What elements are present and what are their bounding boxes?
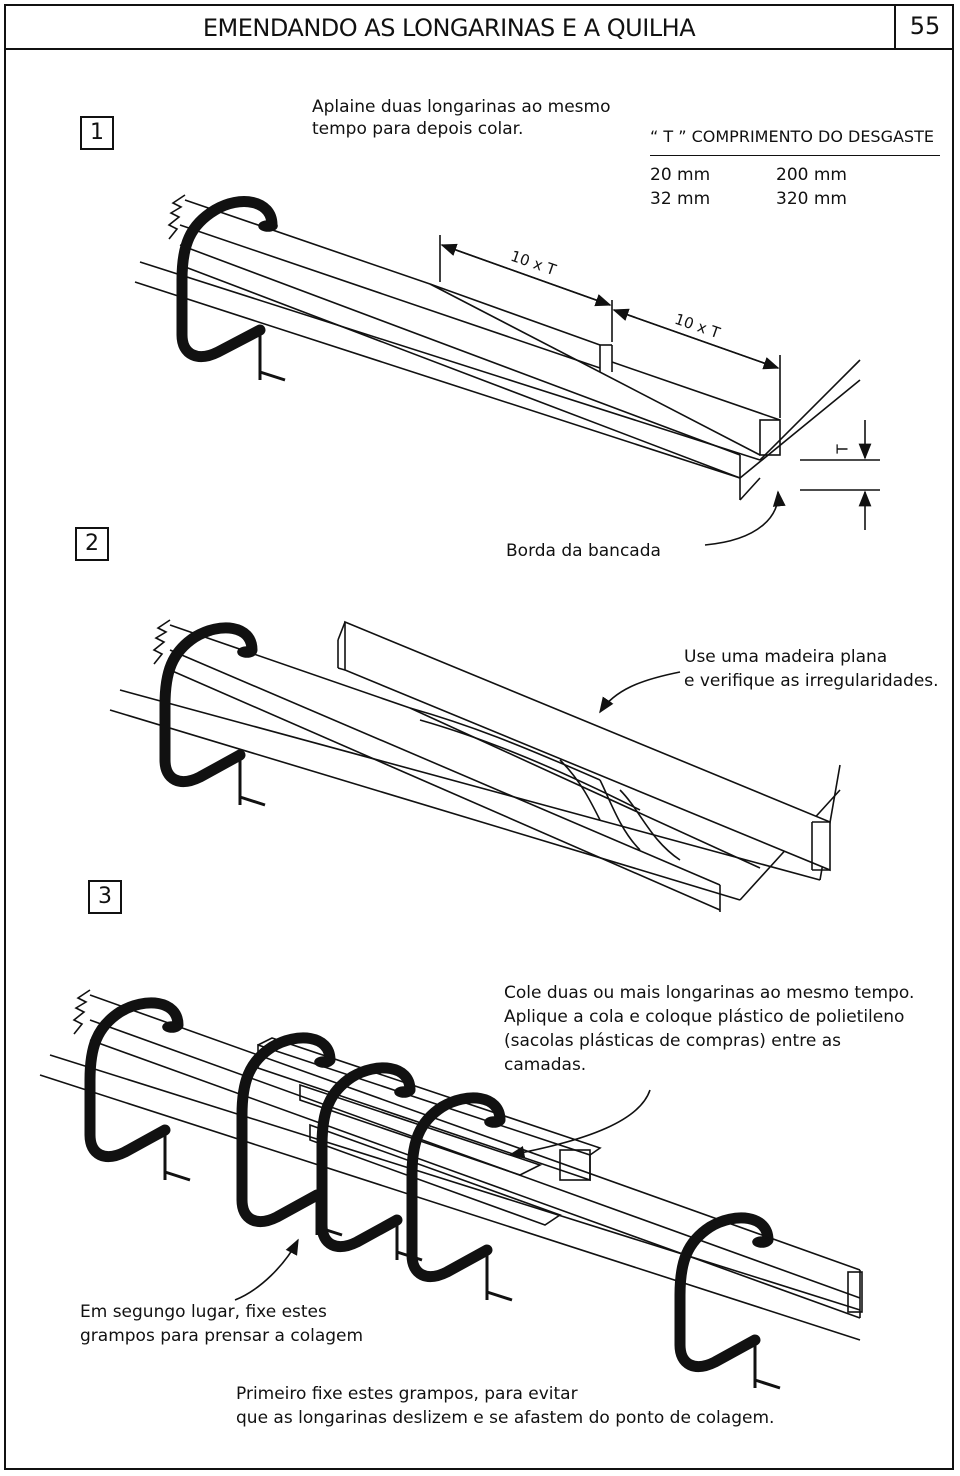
step-number-1: 1 bbox=[80, 116, 114, 150]
bench-edge-label: Borda da bancada bbox=[506, 541, 661, 561]
first-clamps-line2: que as longarinas deslizem e se afastem … bbox=[236, 1408, 775, 1428]
glue-line1: Cole duas ou mais longarinas ao mesmo te… bbox=[504, 983, 915, 1003]
glue-line2: Aplique a cola e coloque plástico de pol… bbox=[504, 1007, 905, 1027]
figure-gluing bbox=[39, 989, 863, 1390]
second-clamps-line2: grampos para prensar a colagem bbox=[80, 1326, 364, 1346]
figure-flat-check bbox=[109, 619, 841, 912]
table-header: “ T ” COMPRIMENTO DO DESGASTE bbox=[650, 127, 934, 146]
glue-line4: camadas. bbox=[504, 1055, 587, 1075]
step-number-3: 3 bbox=[88, 880, 122, 914]
step1-instruction-line2: tempo para depois colar. bbox=[312, 119, 524, 139]
first-clamps-line1: Primeiro fixe estes grampos, para evitar bbox=[236, 1384, 578, 1404]
table-row-1-thickness: 20 mm bbox=[650, 165, 711, 185]
table-rule bbox=[650, 155, 940, 156]
flat-board-line2: e verifique as irregularidades. bbox=[684, 671, 939, 691]
step-number-2: 2 bbox=[75, 527, 109, 561]
step1-instruction-line1: Aplaine duas longarinas ao mesmo bbox=[312, 97, 611, 117]
flat-board-line1: Use uma madeira plana bbox=[684, 647, 888, 667]
page-number: 55 bbox=[894, 4, 954, 48]
table-row-2-length: 320 mm bbox=[776, 189, 847, 209]
page-frame bbox=[4, 4, 954, 1470]
figure-scarf-planing bbox=[134, 194, 880, 546]
page-title: EMENDANDO AS LONGARINAS E A QUILHA bbox=[202, 14, 696, 42]
dimension-label-t: T bbox=[833, 444, 852, 454]
glue-line3: (sacolas plásticas de compras) entre as bbox=[504, 1031, 841, 1051]
table-row-1-length: 200 mm bbox=[776, 165, 847, 185]
table-row-2-thickness: 32 mm bbox=[650, 189, 711, 209]
second-clamps-line1: Em segungo lugar, fixe estes bbox=[80, 1302, 327, 1322]
page-header: EMENDANDO AS LONGARINAS E A QUILHA 55 bbox=[4, 4, 954, 50]
